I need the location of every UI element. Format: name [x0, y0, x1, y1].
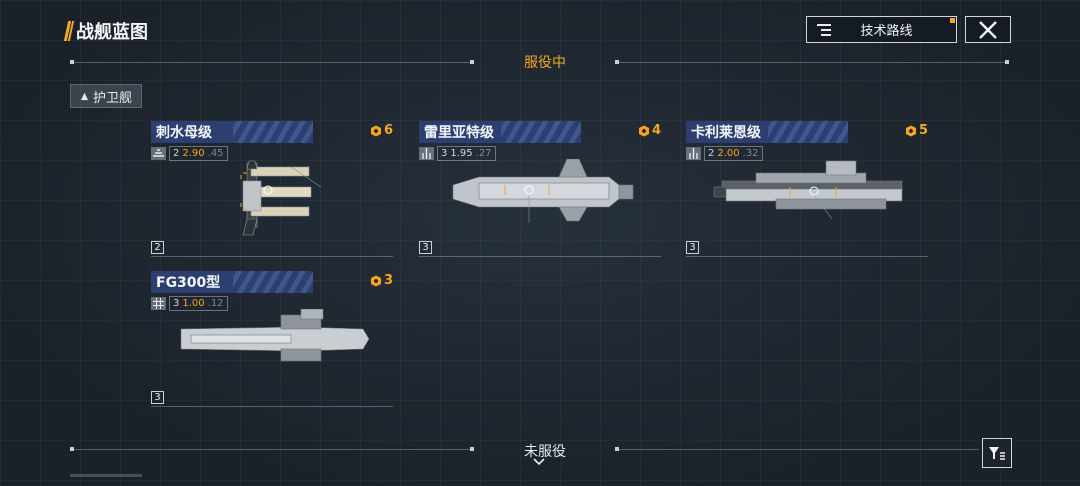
page-title-text: 战舰蓝图 — [76, 22, 148, 43]
page-title: 战舰蓝图 — [63, 18, 148, 44]
stat-value-a: 2.90 — [182, 148, 205, 159]
ship-card[interactable]: 卡利莱恩级 5 2 2.00 .32 — [686, 121, 928, 257]
close-icon — [979, 20, 997, 39]
section-divider-dot — [70, 60, 74, 64]
tree-list-icon — [817, 23, 831, 36]
frigate-type-icon — [686, 147, 701, 160]
ship-name-bar: 雷里亚特级 — [419, 121, 581, 143]
ship-name: 卡利莱恩级 — [691, 125, 761, 141]
blueprint-count: 6 — [370, 123, 393, 138]
blueprint-coin-icon — [370, 125, 381, 136]
stat-count: 3 — [441, 148, 448, 159]
blueprint-count-value: 4 — [651, 123, 661, 138]
tech-route-label: 技术路线 — [860, 24, 913, 39]
ship-silhouette — [713, 160, 903, 220]
section-divider-dot — [1005, 60, 1009, 64]
stat-count: 2 — [173, 148, 180, 159]
section-divider-left — [74, 62, 474, 63]
stat-count: 3 — [173, 298, 180, 309]
ship-silhouette — [240, 160, 322, 236]
ship-stats: 2 2.90 .45 — [151, 146, 228, 161]
chevron-down-icon[interactable] — [533, 458, 545, 466]
blueprint-count-value: 5 — [918, 123, 928, 138]
card-baseline — [686, 256, 928, 257]
stat-box: 3 1.95 .27 — [437, 146, 496, 161]
stat-value-a: 1.00 — [182, 298, 205, 309]
section-divider-left — [74, 449, 474, 450]
section-divider-dot — [615, 447, 619, 451]
section-divider-dot — [615, 60, 619, 64]
tier-badge: 3 — [686, 241, 699, 254]
stat-box: 2 2.90 .45 — [169, 146, 228, 161]
stat-value-a: 1.95 — [450, 148, 473, 159]
ship-card[interactable]: 雷里亚特级 4 3 1.95 .27 — [419, 121, 661, 257]
blueprint-coin-icon — [905, 125, 916, 136]
stat-value-b: .27 — [475, 148, 492, 159]
stat-value-b: .45 — [207, 148, 224, 159]
section-divider-dot — [470, 60, 474, 64]
tier-badge: 3 — [151, 391, 164, 404]
ship-stats: 2 2.00 .32 — [686, 146, 763, 161]
stat-value-a: 2.00 — [717, 148, 740, 159]
ship-name: FG300型 — [156, 275, 221, 291]
card-baseline — [151, 256, 393, 257]
section-divider-right — [619, 62, 1009, 63]
tier-badge: 2 — [151, 241, 164, 254]
ship-name-bar: 卡利莱恩级 — [686, 121, 848, 143]
ship-silhouette — [452, 159, 634, 223]
filter-button[interactable] — [982, 438, 1012, 468]
ship-name: 雷里亚特级 — [424, 125, 494, 141]
filter-icon — [989, 447, 1005, 460]
blueprint-count-value: 6 — [383, 123, 393, 138]
section-out-of-service[interactable]: 未服役 — [524, 444, 566, 460]
section-divider-dot — [470, 447, 474, 451]
stat-box: 2 2.00 .32 — [704, 146, 763, 161]
title-accent-icon — [63, 21, 75, 41]
ship-card[interactable]: 刺水母级 6 2 2.90 .45 — [151, 121, 393, 257]
ship-silhouette — [180, 309, 370, 362]
ship-name-bar: 刺水母级 — [151, 121, 313, 143]
blueprint-count: 4 — [638, 123, 661, 138]
section-divider-dot — [70, 447, 74, 451]
grid-type-icon — [151, 297, 166, 310]
triangle-up-icon — [80, 92, 89, 100]
stat-value-b: .12 — [207, 298, 224, 309]
section-divider-right — [619, 449, 979, 450]
carrier-type-icon — [151, 147, 166, 160]
class-tag-frigate[interactable]: 护卫舰 — [70, 84, 142, 108]
blueprint-count-value: 3 — [383, 273, 393, 288]
tier-badge: 3 — [419, 241, 432, 254]
blueprint-coin-icon — [370, 275, 381, 286]
ship-stats: 3 1.00 .12 — [151, 296, 228, 311]
close-button[interactable] — [965, 16, 1011, 43]
class-tag-label: 护卫舰 — [92, 90, 132, 106]
ship-name: 刺水母级 — [156, 125, 212, 141]
blueprint-count: 3 — [370, 273, 393, 288]
section-in-service: 服役中 — [524, 55, 566, 71]
notification-dot — [950, 18, 955, 23]
bottom-decor-bar — [70, 474, 142, 477]
stat-count: 2 — [708, 148, 715, 159]
blueprint-coin-icon — [638, 125, 649, 136]
card-baseline — [419, 256, 661, 257]
blueprint-count: 5 — [905, 123, 928, 138]
ship-card[interactable]: FG300型 3 3 1.00 .12 — [151, 271, 393, 407]
ship-name-bar: FG300型 — [151, 271, 313, 293]
ship-stats: 3 1.95 .27 — [419, 146, 496, 161]
stat-box: 3 1.00 .12 — [169, 296, 228, 311]
frigate-type-icon — [419, 147, 434, 160]
stat-value-b: .32 — [742, 148, 759, 159]
tech-route-button[interactable]: 技术路线 — [806, 16, 957, 43]
card-baseline — [151, 406, 393, 407]
